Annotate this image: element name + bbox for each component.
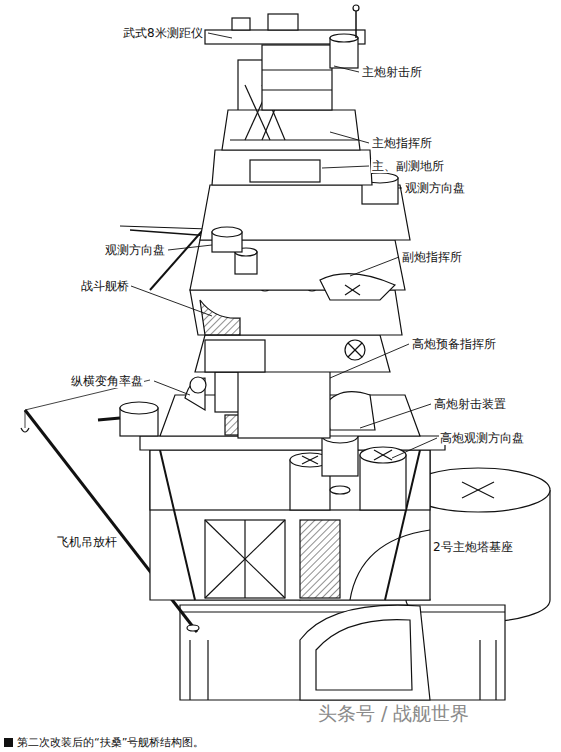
part-label: 飞机吊放杆 [56,535,118,549]
part-label: 高炮预备指挥所 [411,337,497,351]
part-label: 主、副测地所 [371,159,445,173]
part-label: 观测方向盘 [104,243,166,257]
part-label: 武式8米测距仪 [122,26,204,40]
figure-caption: 第二次改装后的“扶桑”号舰桥结构图。 [17,736,204,749]
part-label: 高炮射击装置 [433,397,507,411]
part-label: 主炮射击所 [361,65,423,79]
part-label: 2号主炮塔基座 [432,540,514,554]
part-label: 主炮指挥所 [371,136,433,150]
part-label: 战斗舰桥 [80,279,130,293]
part-label: 副炮指挥所 [401,250,463,264]
part-label: 观测方向盘 [404,181,466,195]
part-label: 高炮观测方向盘 [439,431,525,445]
part-label: 纵横变角率盘 [70,374,144,388]
watermark: 头条号 / 战舰世界 [318,702,469,724]
